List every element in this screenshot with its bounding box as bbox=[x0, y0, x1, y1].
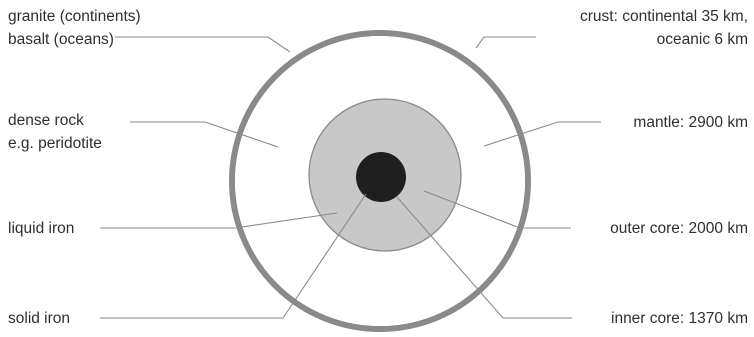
mantle-label: mantle: 2900 km bbox=[633, 114, 748, 131]
crust-label-line2: oceanic 6 km bbox=[657, 31, 748, 48]
inner-core-label: inner core: 1370 km bbox=[611, 310, 748, 327]
outer-core-label: outer core: 2000 km bbox=[610, 220, 748, 237]
mantle-material-label-line1: dense rock bbox=[8, 112, 84, 129]
crust-material-label-line2: basalt (oceans) bbox=[8, 31, 114, 48]
crust-material-label-line1: granite (continents) bbox=[8, 8, 141, 25]
leader-crust-material bbox=[115, 37, 290, 52]
outer-core-material-label: liquid iron bbox=[8, 220, 74, 237]
crust-label-line1: crust: continental 35 km, bbox=[580, 8, 748, 25]
inner-core-layer bbox=[356, 152, 406, 202]
leader-crust bbox=[476, 37, 536, 48]
inner-core-material-label: solid iron bbox=[8, 310, 70, 327]
mantle-material-label-line2: e.g. peridotite bbox=[8, 135, 102, 152]
